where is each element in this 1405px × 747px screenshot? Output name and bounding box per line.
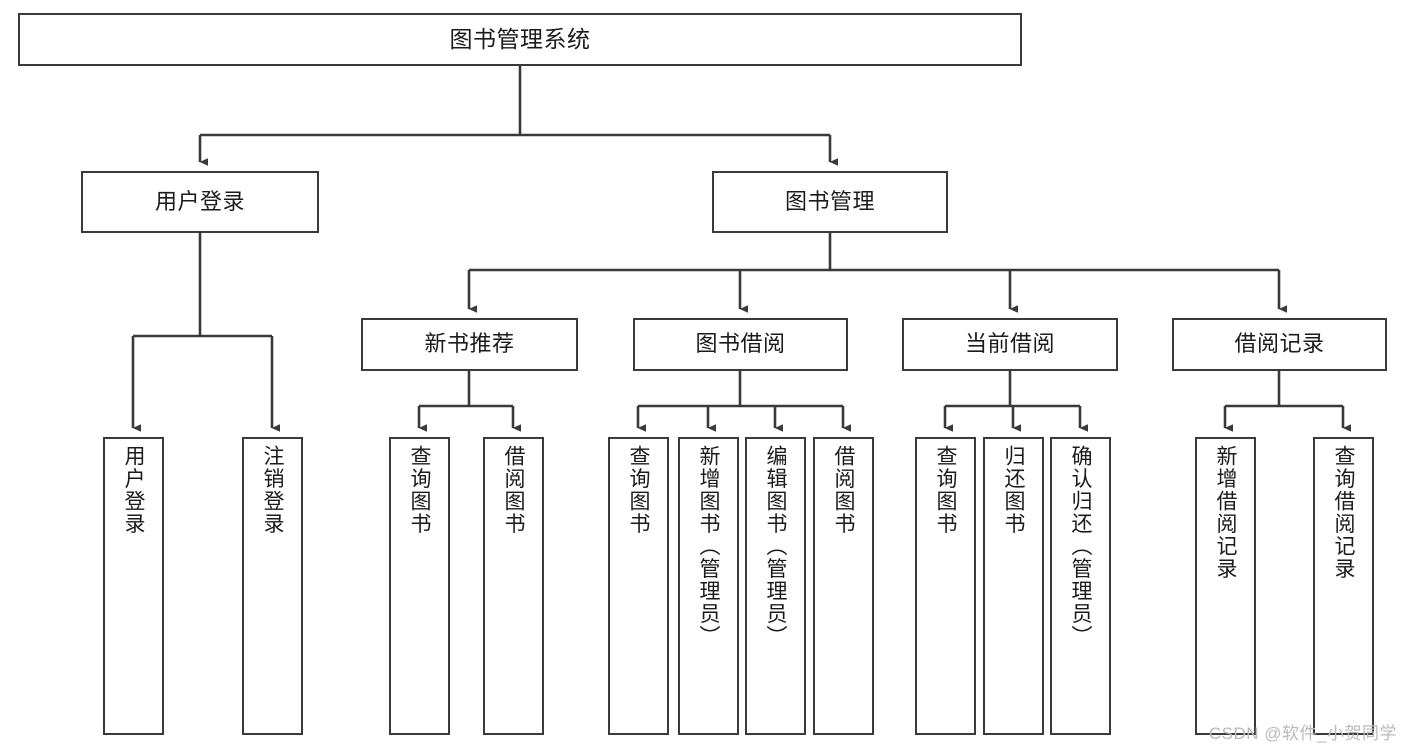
node-root[interactable]: 图书管理系统: [18, 13, 1022, 66]
node-label: 确认归还（管理员）: [1069, 445, 1092, 648]
node-leaf-add-book[interactable]: 新增图书（管理员）: [678, 437, 739, 735]
node-leaf-return-book[interactable]: 归还图书: [983, 437, 1044, 735]
node-label: 借阅记录: [1234, 331, 1325, 357]
node-book-borrow[interactable]: 图书借阅: [633, 318, 848, 371]
node-leaf-borrow-book-1[interactable]: 借阅图书: [483, 437, 544, 735]
node-label: 当前借阅: [964, 331, 1055, 357]
node-current-borrow[interactable]: 当前借阅: [902, 318, 1118, 371]
node-leaf-add-record[interactable]: 新增借阅记录: [1195, 437, 1256, 735]
node-label: 借阅图书: [502, 445, 525, 535]
watermark-text: CSDN @软件_小贺同学: [1208, 724, 1397, 743]
node-user-login[interactable]: 用户登录: [81, 171, 319, 233]
node-label: 编辑图书（管理员）: [764, 445, 787, 648]
node-label: 新增图书（管理员）: [697, 445, 720, 648]
node-leaf-user-logout[interactable]: 注销登录: [242, 437, 303, 735]
node-leaf-edit-book[interactable]: 编辑图书（管理员）: [745, 437, 806, 735]
node-new-book-rec[interactable]: 新书推荐: [361, 318, 578, 371]
node-leaf-query-book-2[interactable]: 查询图书: [608, 437, 669, 735]
node-leaf-borrow-book-2[interactable]: 借阅图书: [813, 437, 874, 735]
node-label: 新书推荐: [424, 331, 515, 357]
node-leaf-query-book-1[interactable]: 查询图书: [389, 437, 450, 735]
node-label: 查询借阅记录: [1332, 445, 1355, 580]
node-label: 借阅图书: [832, 445, 855, 535]
node-leaf-query-book-3[interactable]: 查询图书: [915, 437, 976, 735]
node-leaf-user-login[interactable]: 用户登录: [103, 437, 164, 735]
node-label: 用户登录: [122, 445, 145, 535]
node-label: 用户登录: [154, 188, 245, 214]
node-borrow-record[interactable]: 借阅记录: [1172, 318, 1387, 371]
node-label: 查询图书: [408, 445, 431, 535]
node-label: 归还图书: [1002, 445, 1025, 535]
node-leaf-confirm-return[interactable]: 确认归还（管理员）: [1050, 437, 1111, 735]
node-label: 查询图书: [934, 445, 957, 535]
node-label: 图书借阅: [695, 331, 786, 357]
node-label: 新增借阅记录: [1214, 445, 1237, 580]
node-label: 查询图书: [627, 445, 650, 535]
node-leaf-query-record[interactable]: 查询借阅记录: [1313, 437, 1374, 735]
node-label: 图书管理: [784, 188, 875, 214]
node-label: 注销登录: [261, 445, 284, 535]
node-label: 图书管理系统: [449, 25, 591, 52]
node-book-manage[interactable]: 图书管理: [712, 171, 948, 233]
